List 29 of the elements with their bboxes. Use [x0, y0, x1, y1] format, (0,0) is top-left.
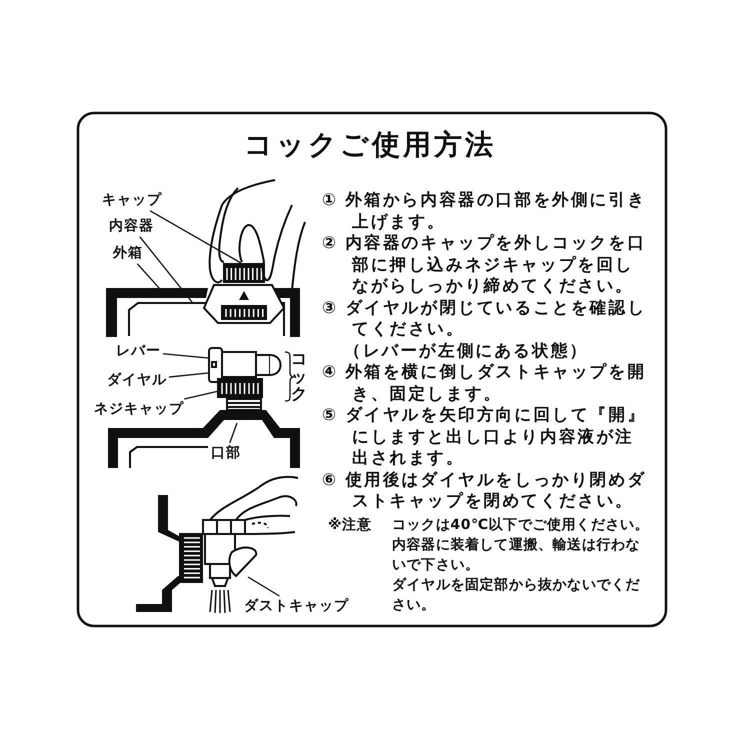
instruction-step: ⑤ ダイヤルを矢印方向に回して『開』にしますと出し口より内容液が注出されます。 — [322, 404, 652, 468]
caution-heading: ※注意 — [328, 516, 372, 535]
instruction-step: ④ 外箱を横に倒しダストキャップを開き、固定します。 — [322, 361, 652, 404]
leader-line — [168, 372, 208, 378]
caution-text: コックは40℃以下でご使用ください。 — [392, 516, 650, 535]
title: コックご使用方法 — [243, 128, 497, 162]
part-label: ネジキャップ — [94, 401, 184, 417]
instruction-note: （レバーが左側にある状態） — [344, 340, 588, 361]
instruction-step: ① 外箱から内容器の口部を外側に引き上げます。 — [322, 189, 652, 232]
instruction-step: ⑥ 使用後はダイヤルをしっかり閉めダストキャップを閉めてください。 — [322, 468, 652, 512]
leader-line — [162, 353, 208, 359]
part-label: 外箱 — [113, 245, 143, 261]
part-label: 口部 — [211, 445, 241, 461]
instruction-step: ② 内容器のキャップを外しコックを口部に押し込みネジキャップを回しながらしっかり締めてください。 — [322, 232, 652, 296]
part-label: コック — [291, 350, 307, 403]
instruction-step: ③ ダイヤルが閉じていることを確認してください。 — [322, 296, 652, 340]
caution-text: ダイヤルを固定部から抜かないでください。 — [392, 576, 642, 615]
caution-text: 内容器に装着して運搬、輸送は行わないで下さい。 — [392, 536, 642, 575]
part-label: キャップ — [102, 192, 162, 208]
leader-line — [248, 576, 280, 597]
leader-line — [229, 422, 238, 444]
part-label: ダストキャップ — [244, 598, 349, 614]
leader-line — [136, 263, 160, 290]
leader-line — [139, 236, 192, 302]
part-label: レバー — [116, 343, 161, 359]
leader-line — [184, 390, 220, 400]
part-label: 内容器 — [109, 218, 154, 234]
leader-line — [150, 210, 242, 264]
part-label: ダイヤル — [107, 372, 167, 388]
